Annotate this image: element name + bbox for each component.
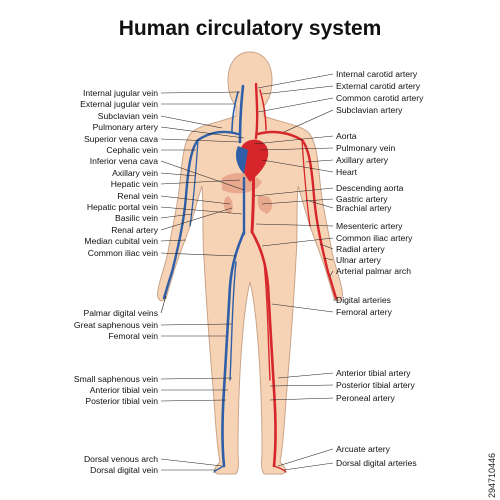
right-label: Gastric artery: [336, 194, 388, 204]
right-label: Ulnar artery: [336, 255, 382, 265]
right-label: Heart: [336, 167, 358, 177]
leader-line: [160, 458, 223, 467]
leader-line: [253, 187, 334, 197]
right-label: Subclavian artery: [336, 105, 403, 115]
right-label: Common iliac artery: [336, 233, 413, 243]
right-label: Radial artery: [336, 244, 385, 254]
right-label: Anterior tibial artery: [336, 368, 411, 378]
left-label: Subclavian vein: [98, 111, 158, 121]
right-label: Internal carotid artery: [336, 69, 418, 79]
right-label: Aorta: [336, 131, 357, 141]
leader-lines: [160, 73, 338, 471]
leader-line: [160, 138, 241, 143]
right-label: Dorsal digital arteries: [336, 458, 417, 468]
leader-line: [160, 160, 245, 191]
leader-line: [160, 206, 243, 215]
right-label: External carotid artery: [336, 81, 421, 91]
leader-line: [255, 223, 334, 227]
left-label: Femoral vein: [108, 331, 158, 341]
right-label: Axillary artery: [336, 155, 389, 165]
left-label: Small saphenous vein: [74, 374, 158, 384]
leader-line: [323, 257, 334, 261]
left-label: Renal vein: [117, 191, 158, 201]
right-label: Brachial artery: [336, 203, 392, 213]
kidney-left: [223, 196, 233, 214]
leader-line: [257, 97, 334, 113]
left-label: Hepatic vein: [111, 179, 159, 189]
leader-line: [160, 172, 197, 177]
leader-line: [277, 372, 334, 379]
left-label: Great saphenous vein: [74, 320, 158, 330]
left-label: Median cubital vein: [84, 236, 158, 246]
arteries: [250, 82, 338, 473]
left-label: Internal jugular vein: [83, 88, 158, 98]
leader-line: [160, 213, 193, 219]
stock-id-watermark: 294710446: [487, 452, 497, 498]
leader-line: [259, 147, 334, 151]
leader-line: [160, 399, 227, 402]
left-label: Renal artery: [111, 225, 159, 235]
right-label: Pulmonary vein: [336, 143, 395, 153]
leader-line: [160, 207, 233, 231]
leader-line: [283, 462, 334, 471]
leader-line: [160, 239, 187, 242]
right-label: Mesenteric artery: [336, 221, 403, 231]
left-label: Pulmonary artery: [93, 122, 159, 132]
leader-line: [283, 109, 334, 133]
leader-line: [305, 159, 334, 163]
leader-line: [305, 199, 334, 209]
leader-line: [271, 303, 334, 313]
left-label: Axillary vein: [112, 168, 158, 178]
left-label: Common iliac vein: [88, 248, 158, 258]
leader-line: [160, 179, 241, 185]
leader-line: [261, 159, 334, 173]
leader-line: [261, 237, 334, 247]
left-label: Cephalic vein: [106, 145, 158, 155]
left-label: Anterior tibial vein: [90, 385, 159, 395]
leader-line: [160, 195, 231, 205]
left-label: Palmar digital veins: [83, 308, 158, 318]
right-label: Descending aorta: [336, 183, 404, 193]
left-label: Inferior vena cava: [90, 156, 159, 166]
leader-line: [319, 243, 334, 250]
leader-line: [160, 115, 223, 129]
leader-line: [269, 384, 334, 387]
leader-line: [329, 270, 334, 277]
leader-line: [257, 73, 334, 89]
left-label: External jugular vein: [80, 99, 158, 109]
left-label: Dorsal venous arch: [84, 454, 158, 464]
right-label: Posterior tibial artery: [336, 380, 416, 390]
veins: [162, 84, 246, 473]
left-label: Basilic vein: [115, 213, 158, 223]
right-label: Digital arteries: [336, 295, 391, 305]
right-label: Common carotid artery: [336, 93, 424, 103]
leader-line: [269, 397, 334, 401]
right-label: Peroneal artery: [336, 393, 395, 403]
leader-line: [253, 135, 334, 145]
left-label: Dorsal digital vein: [90, 465, 158, 475]
right-label: Femoral artery: [336, 307, 393, 317]
leader-line: [160, 295, 167, 314]
leader-line: [277, 448, 334, 467]
leader-line: [160, 323, 233, 326]
leader-line: [261, 85, 334, 95]
left-label: Posterior tibial vein: [85, 396, 158, 406]
leader-line: [160, 126, 245, 139]
leader-line: [160, 377, 233, 380]
left-label: Superior vena cava: [84, 134, 158, 144]
leader-line: [261, 198, 334, 205]
left-label: Hepatic portal vein: [87, 202, 158, 212]
body-figure: [157, 51, 343, 475]
leader-line: [160, 91, 241, 94]
heart-vein-side: [236, 146, 248, 174]
right-label: Arcuate artery: [336, 444, 391, 454]
body-silhouette: [157, 51, 343, 475]
right-label: Arterial palmar arch: [336, 266, 411, 276]
leader-line: [160, 252, 237, 257]
diagram-title: Human circulatory system: [119, 17, 382, 40]
